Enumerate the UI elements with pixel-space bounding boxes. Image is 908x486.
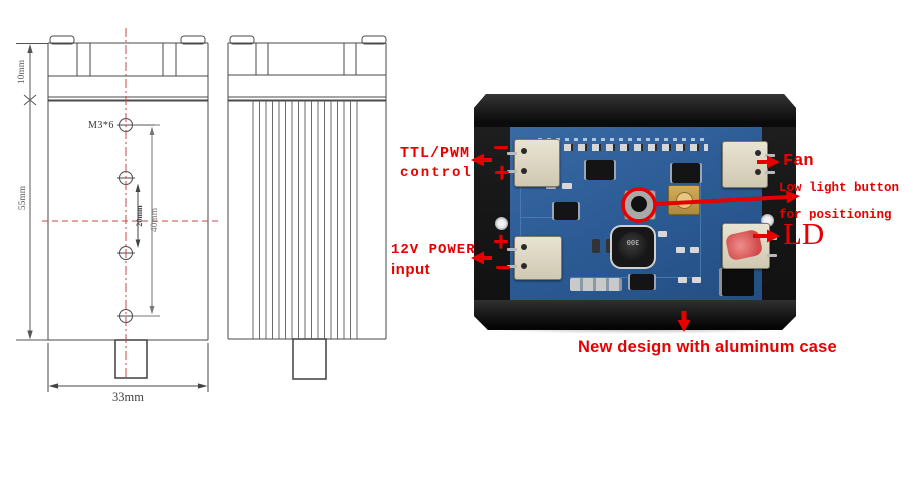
pcb-trace — [520, 217, 580, 218]
connector-pin — [765, 171, 775, 174]
power-label-line2: input — [391, 261, 431, 278]
connector-pinhole — [521, 168, 527, 174]
ttl-minus-sign: − — [492, 135, 510, 166]
front-lens-barrel — [114, 339, 148, 379]
inductor-marking: 300 — [626, 238, 640, 246]
ttl-pwm-label-line1: TTL/PWM — [400, 145, 471, 162]
side-tab-left — [229, 35, 255, 45]
case-caption: New design with aluminum case — [578, 338, 837, 356]
front-view-drawing — [47, 35, 209, 379]
aluminum-case-photo: 300 — [474, 94, 796, 330]
connector-pin — [507, 152, 517, 155]
connector-pin — [507, 265, 517, 268]
hole-thread-label: M3*6 — [88, 120, 114, 131]
ttl-plus-sign: + — [493, 160, 511, 191]
dim-33mm: 33mm — [47, 343, 209, 404]
power-minus-sign: − — [494, 255, 512, 286]
smd-pad — [690, 247, 699, 253]
connector-pinhole — [521, 263, 527, 269]
ic-chip — [554, 202, 578, 220]
smd-pad — [678, 277, 687, 283]
mosfet — [722, 268, 754, 296]
ic-chip — [630, 274, 654, 290]
fan-connector[interactable] — [722, 141, 775, 188]
dim-10mm: 10mm — [16, 43, 48, 341]
capacitor — [606, 239, 614, 253]
pcb-trace — [700, 167, 701, 277]
connector-pinhole — [521, 148, 527, 154]
low-light-label-line1: Low light button — [779, 181, 900, 195]
low-light-button[interactable] — [624, 190, 656, 220]
ic-chip — [586, 160, 614, 180]
power-connector[interactable] — [507, 236, 562, 280]
connector-pin — [765, 154, 775, 157]
smd-pad — [692, 277, 701, 283]
connector-pinhole — [521, 244, 527, 250]
ttl-pwm-label: TTL/PWM control — [400, 145, 473, 181]
ld-connector[interactable] — [722, 223, 777, 269]
front-tab-left — [49, 35, 75, 45]
dim-20mm-label: 20mm — [135, 205, 144, 227]
capacitor-row — [570, 278, 622, 291]
side-tab-right — [361, 35, 387, 45]
silkscreen-row — [538, 138, 706, 141]
smd-resistor-row — [536, 144, 708, 151]
pcb-trace — [520, 147, 521, 277]
case-top-rail — [474, 94, 796, 127]
dim-10mm-label: 10mm — [17, 59, 27, 84]
dim-20mm: 20mm — [135, 183, 144, 248]
connector-pinhole — [755, 150, 761, 156]
smd-pad — [562, 183, 572, 189]
connector-pin — [507, 170, 517, 173]
dim-55mm-label: 55mm — [18, 185, 28, 210]
heatsink-fins — [252, 100, 358, 339]
smd-pad — [658, 231, 667, 237]
low-light-label: Low light button for positioning — [779, 181, 899, 222]
fan-label: Fan — [783, 152, 814, 171]
power-label: 12V POWER input — [391, 242, 476, 278]
inductor: 300 — [612, 227, 654, 267]
capacitor — [592, 239, 600, 253]
dim-33mm-label: 33mm — [112, 390, 144, 404]
connector-pin — [507, 248, 517, 251]
connector-pin — [767, 237, 777, 240]
connector-pinhole — [755, 169, 761, 175]
smd-pad — [676, 247, 685, 253]
side-view-drawing — [227, 35, 387, 380]
power-label-line1: 12V POWER — [391, 242, 476, 258]
dim-40mm-label: 40mm — [150, 207, 160, 232]
trimmer-potentiometer[interactable] — [668, 185, 700, 215]
ic-chip — [672, 163, 700, 183]
case-bottom-rail — [474, 300, 796, 330]
dim-55mm: 55mm — [18, 101, 33, 340]
button-knob[interactable] — [631, 196, 647, 212]
case-mounting-hole-left — [495, 217, 508, 230]
front-tab-right — [180, 35, 206, 45]
ld-label: LD — [783, 216, 825, 251]
side-lens-barrel — [292, 338, 327, 380]
power-plus-sign: + — [492, 229, 510, 260]
ttl-pwm-connector[interactable] — [507, 139, 560, 187]
ld-red-wires — [724, 228, 764, 262]
ttl-pwm-label-line2: control — [400, 165, 473, 181]
inductor-core — [618, 232, 648, 262]
connector-pin — [767, 254, 777, 257]
low-light-label-line2: for positioning — [779, 208, 892, 222]
trimmer-dial[interactable] — [676, 192, 693, 209]
technical-drawing: 10mm 55mm 20mm 40mm 33mm M3*6 — [16, 28, 387, 404]
